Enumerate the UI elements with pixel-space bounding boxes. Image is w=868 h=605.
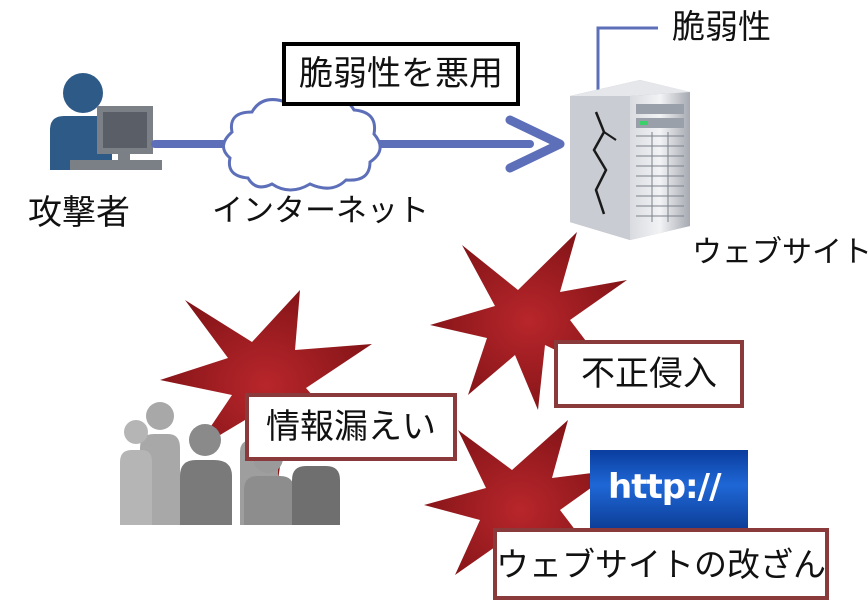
internet-label: インターネット xyxy=(212,193,429,229)
cloud-icon xyxy=(222,93,382,192)
http-banner-image: http:// xyxy=(590,450,748,528)
callout-exploit: 脆弱性を悪用 xyxy=(282,42,520,106)
http-banner-text: http:// xyxy=(608,467,721,507)
website-label: ウェブサイト xyxy=(692,235,868,270)
server-icon xyxy=(570,80,690,240)
callout-tamper: ウェブサイトの改ざん xyxy=(493,528,829,600)
burst-intrusion-icon xyxy=(430,232,627,410)
callout-intrusion: 不正侵入 xyxy=(554,340,744,408)
vulnerability-label: 脆弱性 xyxy=(672,7,771,46)
callout-leak: 情報漏えい xyxy=(245,393,457,461)
attacker-label: 攻撃者 xyxy=(28,193,130,233)
attacker-icon xyxy=(50,73,162,170)
burst-tamper-icon xyxy=(424,420,616,600)
